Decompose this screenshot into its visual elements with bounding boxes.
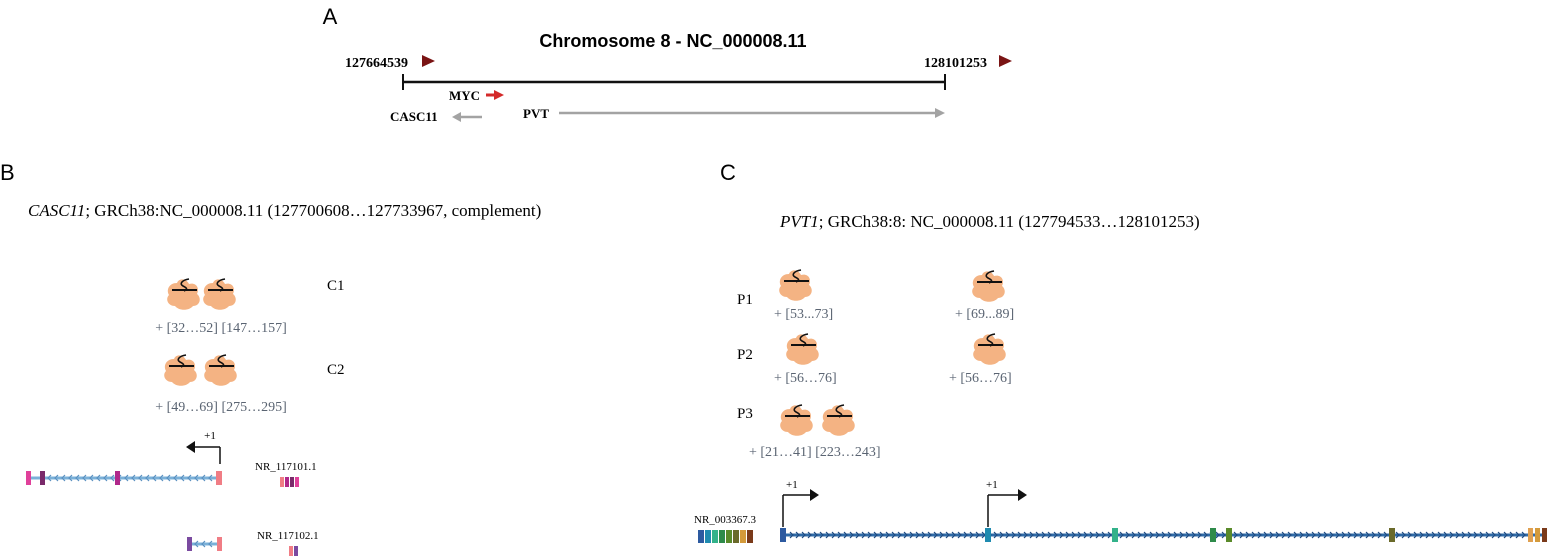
chromosome-title: Chromosome 8 - NC_000008.11 (539, 31, 806, 51)
panel-c: C PVT1; GRCh38:8: NC_000008.11 (12779453… (694, 160, 1547, 543)
ribosome-icon (203, 354, 238, 387)
gene-label-myc: MYC (449, 88, 480, 103)
tss-arrow-icon (987, 489, 1027, 527)
transcript-id-nr-117101: NR_117101.1 (255, 461, 317, 473)
exon-block (115, 471, 120, 485)
construct-label-p2: P2 (737, 347, 753, 363)
exon-block (1528, 528, 1533, 542)
myc-arrow-icon (486, 90, 504, 100)
tss-label: +1 (204, 430, 216, 442)
pvt1-gene-name: PVT1 (779, 212, 819, 231)
exon-block (26, 471, 31, 485)
exon-block (780, 528, 786, 542)
end-coordinate: 128101253 (924, 56, 987, 71)
panel-c-label: C (720, 160, 736, 185)
panel-a: A Chromosome 8 - NC_000008.11 127664539 … (323, 4, 1012, 124)
ribosome-icon (971, 270, 1006, 303)
construct-label-p1: P1 (737, 292, 753, 308)
chromosome-segment (402, 74, 946, 90)
ribosome-icon (166, 278, 201, 311)
construct-range-p2-left: + [56…76] (774, 371, 837, 386)
construct-label-c2: C2 (327, 362, 345, 378)
exon-block (217, 537, 222, 551)
tss-arrow-icon (186, 441, 221, 464)
intron-chevrons (194, 540, 213, 548)
panel-b-label: B (0, 160, 15, 185)
exon-block (216, 471, 222, 485)
construct-range-c1: + [32…52] [147…157] (155, 321, 287, 336)
exon-legend (698, 530, 753, 543)
transcript-nr-003367 (780, 528, 1547, 542)
construct-range-p2-right: + [56…76] (949, 371, 1012, 386)
end-marker-icon (999, 55, 1012, 67)
tss-label: +1 (986, 479, 998, 491)
ribosome-icon (202, 278, 237, 311)
casc11-arrow-icon (452, 112, 482, 122)
exon-block (1226, 528, 1232, 542)
exon-legend (280, 477, 299, 487)
ribosome-icon (821, 404, 856, 437)
panel-a-label: A (323, 4, 338, 29)
ribosome-icon (972, 333, 1007, 366)
gene-label-casc11: CASC11 (390, 109, 438, 124)
transcript-id-nr-117102: NR_117102.1 (257, 530, 319, 542)
exon-legend (289, 546, 298, 556)
exon-block (1535, 528, 1540, 542)
pvt1-locus-heading: PVT1; GRCh38:8: NC_000008.11 (127794533…… (779, 212, 1200, 231)
transcript-id-nr-003367: NR_003367.3 (694, 514, 757, 526)
construct-label-c1: C1 (327, 278, 345, 294)
transcript-nr-117102 (187, 537, 222, 551)
tss-arrow-icon (782, 489, 819, 527)
construct-range-p1-right: + [69...89] (955, 307, 1014, 322)
construct-range-c2: + [49…69] [275…295] (155, 400, 287, 415)
start-coordinate: 127664539 (345, 56, 408, 71)
ribosome-icon (163, 354, 198, 387)
gene-label-pvt: PVT (523, 106, 549, 121)
start-marker-icon (422, 55, 435, 67)
exon-block (187, 537, 192, 551)
ribosome-icon (779, 404, 814, 437)
pvt1-locus-text: ; GRCh38:8: NC_000008.11 (127794533…1281… (819, 212, 1200, 231)
exon-block (1542, 528, 1547, 542)
tss-label: +1 (786, 479, 798, 491)
exon-block (1112, 528, 1118, 542)
pvt-arrow-icon (559, 108, 945, 118)
construct-range-p1-left: + [53...73] (774, 307, 833, 322)
exon-block (985, 528, 991, 542)
transcript-nr-117101 (26, 471, 222, 485)
casc11-gene-name: CASC11 (28, 201, 85, 220)
ribosome-icon (778, 269, 813, 302)
panel-b: B CASC11; GRCh38:NC_000008.11 (127700608… (0, 160, 541, 556)
casc11-locus-heading: CASC11; GRCh38:NC_000008.11 (127700608…1… (28, 201, 541, 220)
exon-block (1389, 528, 1395, 542)
construct-label-p3: P3 (737, 406, 753, 422)
casc11-locus-text: ; GRCh38:NC_000008.11 (127700608…1277339… (85, 201, 541, 220)
ribosome-icon (785, 333, 820, 366)
construct-range-p3: + [21…41] [223…243] (749, 445, 881, 460)
intron-chevrons (47, 474, 213, 482)
exon-block (40, 471, 45, 485)
exon-block (1210, 528, 1216, 542)
